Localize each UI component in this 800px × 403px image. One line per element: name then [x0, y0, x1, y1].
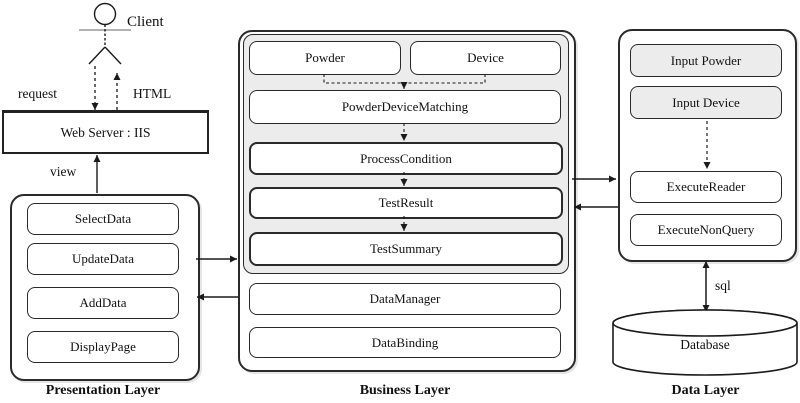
node-selectdata: SelectData [27, 203, 179, 235]
node-label: SelectData [74, 211, 132, 226]
node-label: ProcessCondition [360, 150, 452, 166]
presentation-layer-title: Presentation Layer [45, 383, 161, 398]
node-label: ExecuteNonQuery [657, 222, 755, 237]
node-label: Powder [305, 50, 345, 65]
node-displaypage: DisplayPage [27, 331, 179, 363]
node-powderdevicematching: PowderDeviceMatching [249, 90, 561, 124]
node-datamanager: DataManager [249, 283, 561, 315]
node-label: AddData [79, 295, 127, 310]
node-label: Input Device [672, 94, 740, 110]
node-testsummary: TestSummary [249, 232, 563, 266]
node-adddata: AddData [27, 287, 179, 319]
node-device: Device [410, 41, 561, 75]
node-label: UpdateData [71, 251, 135, 266]
node-label: ExecuteReader [666, 179, 746, 194]
node-executenonquery: ExecuteNonQuery [630, 214, 782, 246]
node-executereader: ExecuteReader [630, 171, 782, 203]
web-server-box: Web Server : IIS [2, 110, 209, 154]
view-label: view [50, 164, 77, 179]
client-actor-icon [79, 4, 131, 65]
data-layer-title: Data Layer [671, 383, 740, 398]
node-label: DisplayPage [70, 339, 136, 354]
node-label: PowderDeviceMatching [341, 99, 469, 114]
node-testresult: TestResult [249, 187, 563, 219]
node-input-powder: Input Powder [630, 44, 782, 77]
database-label: Database [680, 337, 730, 352]
node-processcondition: ProcessCondition [249, 142, 563, 175]
node-label: DataBinding [371, 334, 439, 350]
node-label: TestSummary [369, 241, 443, 256]
node-powder: Powder [249, 41, 401, 75]
node-label: TestResult [378, 195, 434, 210]
sql-label: sql [715, 278, 731, 293]
node-label: Device [467, 50, 504, 65]
request-label: request [18, 86, 57, 101]
client-label: Client [127, 14, 164, 30]
web-server-label: Web Server : IIS [60, 124, 151, 140]
html-label: HTML [133, 86, 172, 101]
node-updatedata: UpdateData [27, 243, 179, 275]
business-layer-title: Business Layer [359, 383, 451, 398]
node-label: Input Powder [670, 52, 742, 68]
node-databinding: DataBinding [249, 327, 561, 358]
node-input-device: Input Device [630, 86, 782, 119]
node-label: DataManager [369, 291, 441, 306]
